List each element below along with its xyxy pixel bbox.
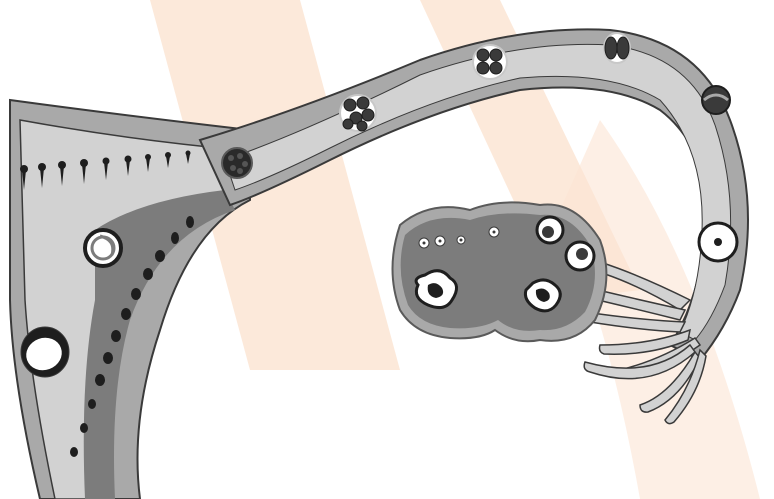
implanting-embryo-icon xyxy=(21,327,69,377)
blastocyst-icon xyxy=(85,230,121,266)
eight-cell-embryo-icon xyxy=(340,95,376,131)
morula-icon xyxy=(222,148,252,178)
four-cell-embryo-icon xyxy=(473,45,507,79)
zygote-icon xyxy=(702,86,730,114)
two-cell-embryo-icon xyxy=(604,33,630,63)
ovum-icon xyxy=(699,223,737,261)
ovary xyxy=(393,202,607,341)
